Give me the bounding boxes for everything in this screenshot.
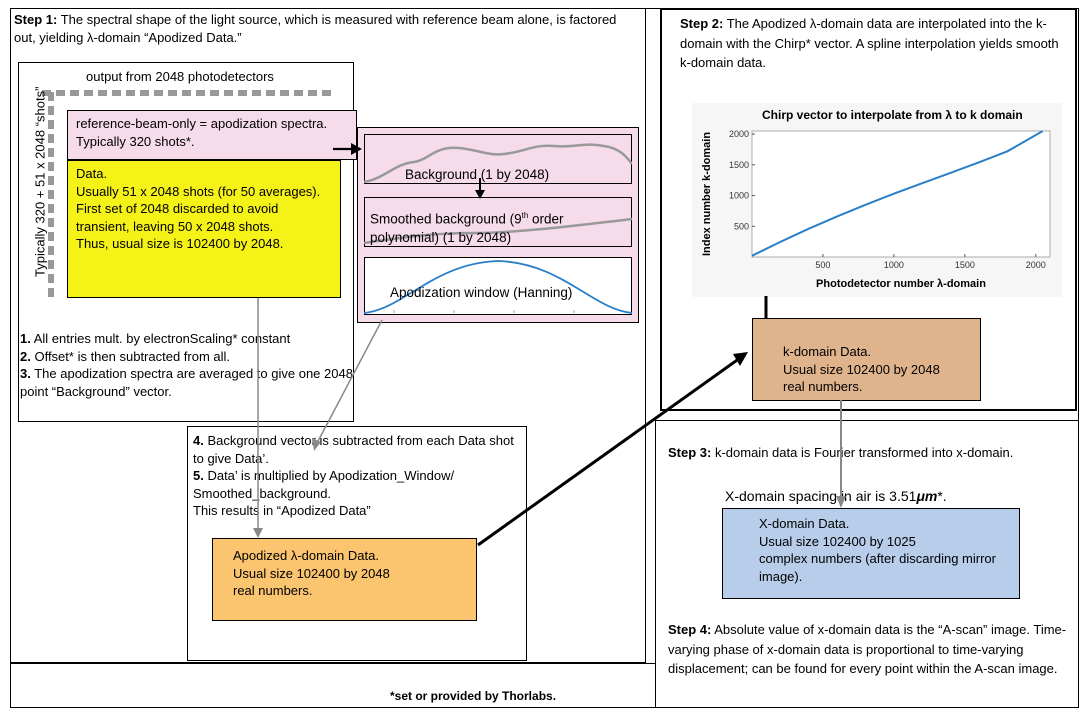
kdomain-line-3: real numbers. [783,379,863,394]
step2-frame [660,8,1077,411]
output-label: output from 2048 photodetectors [86,69,274,84]
step1-body: The spectral shape of the light source, … [14,12,617,45]
step4-text: Step 4: Absolute value of x-domain data … [668,620,1068,679]
apodized-line-1: Apodized λ-domain Data. [233,548,379,563]
step3-top-divider [655,420,1079,421]
apodization-window-box [364,257,632,315]
arrow-bg-to-smoothed [475,178,485,199]
x-axis-label: Photodetector number λ-domain [816,278,986,290]
y-tick-label: 1000 [729,191,749,201]
background-box [364,134,632,184]
footnote: *set or provided by Thorlabs. [390,689,557,703]
step1-item-2: 2. Offset* is then subtracted from all. [20,348,231,364]
data-line-1: Data. [76,166,108,181]
reference-beam-box: reference-beam-only = apodization spectr… [67,110,357,160]
step3-text: Step 3: k-domain data is Fourier transfo… [668,444,1068,462]
step4-label: Step 4: [668,622,712,637]
y-tick-label: 500 [734,221,749,231]
apodized-line-3: real numbers. [233,583,313,598]
background-curve [364,143,632,184]
step4-body: Absolute value of x-domain data is the “… [668,622,1067,676]
xdomain-line-1: X-domain Data. [759,516,850,531]
y-tick-label: 1500 [729,160,749,170]
x-tick-label: 1000 [884,260,904,270]
step1-item-1: 1. All entries mult. by electronScaling*… [20,331,291,346]
chart-plot: 500 1000 1500 2000 500 1000 1500 2000Photodetec… [701,129,1051,290]
xdomain-box: X-domain Data. Usual size 102400 by 1025… [722,508,1020,599]
arrow-kdomain-to-xdomain [836,400,846,508]
y-axis-label: Index number k-domain [701,132,713,256]
kdomain-line-2: Usual size 102400 by 2048 [783,361,940,377]
bottom-divider [10,663,655,664]
processing-list: 4. Background vector is subtracted from … [193,432,523,520]
processing-item-5: 5. Data’ is multiplied by Apodization_Wi… [193,468,455,501]
step3-body: k-domain data is Fourier transformed int… [711,445,1014,460]
kdomain-box: k-domain Data. Usual size 102400 by 2048… [752,318,981,401]
step1-label: Step 1: [14,12,58,27]
hanning-curve [364,260,632,314]
step2-body: The Apodized λ-domain data are interpola… [680,16,1059,70]
kdomain-line-1: k-domain Data. [783,344,872,359]
xdomain-line-3: complex numbers (after discarding mirror… [759,551,996,584]
photodetector-box [18,62,354,422]
step2-label: Step 2: [680,16,724,31]
arrow-ref-to-background [333,143,362,155]
chirp-chart: Chirp vector to interpolate from λ to k … [692,103,1062,297]
right-divider [655,420,656,708]
reference-beam-text: reference-beam-only = apodization spectr… [76,116,328,149]
xspacing-text: X-domain spacing in air is 3.51μm*. [725,488,947,504]
processing-result: This results in “Apodized Data” [193,503,371,518]
x-tick-label: 2000 [1026,260,1046,270]
step1-list: 1. All entries mult. by electronScaling*… [20,330,355,400]
step1-item-3: 3. The apodization spectra are averaged … [20,366,353,399]
chart-title: Chirp vector to interpolate from λ to k … [762,108,1023,122]
x-tick-label: 1500 [955,260,975,270]
x-tick-label: 500 [815,260,830,270]
photodetector-row [40,90,340,98]
shots-column [48,86,56,306]
y-tick-label: 2000 [729,129,749,139]
data-line-3: First set of 2048 discarded to avoid tra… [76,201,279,234]
step3-label: Step 3: [668,445,712,460]
background-label: Background (1 by 2048) [405,167,550,182]
xdomain-line-2: Usual size 102400 by 1025 [759,533,916,549]
smoothed-box [364,197,632,247]
data-line-2: Usually 51 x 2048 shots (for 50 averages… [76,183,321,199]
apodized-data-box: Apodized λ-domain Data. Usual size 10240… [212,538,477,621]
processing-box [187,426,527,661]
chirp-series-line [751,130,1044,257]
apodized-line-2: Usual size 102400 by 2048 [233,565,390,581]
data-box: Data. Usually 51 x 2048 shots (for 50 av… [67,160,341,298]
step1-frame [10,8,646,663]
smoothed-label: Smoothed background (9th order polynomia… [370,211,564,245]
processing-item-4: 4. Background vector is subtracted from … [193,433,514,466]
smoothed-curve [364,217,632,245]
apodization-window-label: Apodization window (Hanning) [390,285,573,300]
data-line-4: Thus, usual size is 102400 by 2048. [76,236,284,251]
step1-text: Step 1: The spectral shape of the light … [14,11,639,46]
plot-area [751,130,1051,258]
step2-text: Step 2: The Apodized λ-domain data are i… [680,14,1060,73]
